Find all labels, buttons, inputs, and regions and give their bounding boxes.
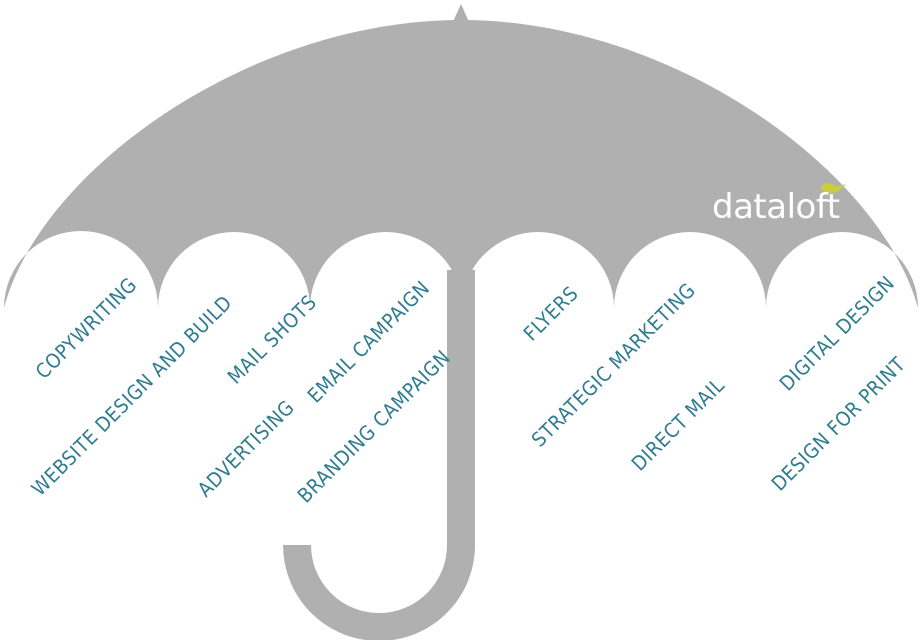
umbrella-canopy: [4, 20, 918, 308]
umbrella-shaft: [447, 270, 475, 550]
bird-icon: [820, 183, 846, 193]
dataloft-logo: dataloft: [712, 187, 840, 227]
umbrella-tip: [452, 4, 470, 24]
umbrella-handle: [283, 544, 475, 640]
